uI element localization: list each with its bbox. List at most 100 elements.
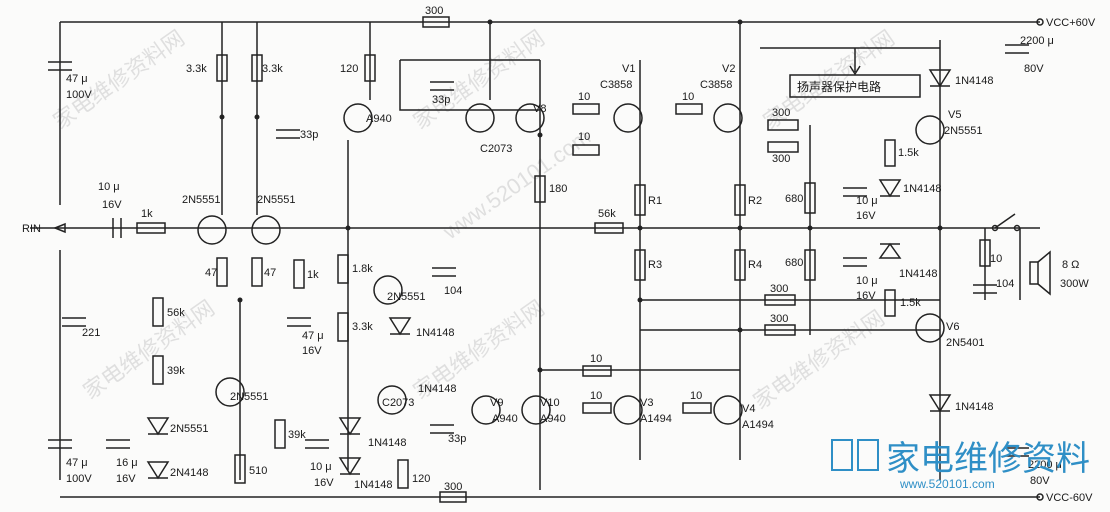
transistor-in-r [251, 215, 281, 245]
watermark-group: 家电维修资料网 家电维修资料网 家电维修资料网 www.520101.com 家… [49, 25, 900, 414]
resistor-10-d [582, 365, 612, 377]
label-r180: 180 [549, 183, 567, 195]
watermark-5: 家电维修资料网 [79, 295, 220, 404]
resistor-3.3k-b [251, 54, 263, 82]
label-c10u-d: 10 μ [310, 461, 332, 473]
label-c16u-v: 16V [116, 473, 136, 485]
input-arrow [52, 222, 66, 234]
resistor-39k-b [274, 419, 286, 449]
capacitor-104-a [432, 267, 456, 277]
diode-v6 [878, 242, 902, 259]
driver-wires [489, 22, 541, 490]
resistor-1.5k-a [884, 139, 896, 167]
label-r1k-in: 1k [141, 208, 153, 220]
label-c104-a: 104 [444, 285, 462, 297]
speaker-body [1029, 261, 1039, 285]
label-r10-d: 10 [590, 353, 602, 365]
switch-contact-a [991, 224, 999, 232]
resistor-r4 [734, 249, 746, 281]
diode-lo-b [146, 461, 170, 480]
label-r10-out: 10 [990, 253, 1002, 265]
label-r18k: 1.8k [352, 263, 373, 275]
output-switch [994, 213, 1016, 229]
resistor-510 [234, 454, 246, 484]
label-r1k-b: 1k [307, 269, 319, 281]
label-q-c2073-bot: C2073 [382, 397, 414, 409]
capacitor-33p-b [276, 129, 300, 139]
label-c10u-c: 10 μ [856, 275, 878, 287]
label-r-r4: R4 [748, 259, 762, 271]
label-c33p-a: 33p [432, 94, 450, 106]
logo-book-icon [831, 439, 879, 471]
label-r300-c: 300 [770, 283, 788, 295]
label-r510: 510 [249, 465, 267, 477]
resistor-300-top [422, 16, 450, 28]
label-q-c2073-top: C2073 [480, 143, 512, 155]
label-r33k-a: 3.3k [186, 63, 207, 75]
vcc-neg-terminal [1036, 493, 1044, 501]
label-r39k-b: 39k [288, 429, 306, 441]
transistor-v2 [713, 103, 743, 133]
label-q-v2: V2 [722, 63, 735, 75]
capacitor-10u-in [112, 218, 122, 238]
resistor-10-f [682, 402, 712, 414]
watermark-4: www.520101.com [438, 124, 595, 245]
label-r56k-b: 56k [167, 307, 185, 319]
label-c2200u-top: 2200 μ [1020, 35, 1054, 47]
label-q-lo: 2N5551 [230, 391, 269, 403]
vas-wires [347, 22, 371, 470]
feedback-loop-wire [399, 59, 540, 111]
vcc-pos-terminal [1036, 18, 1044, 26]
label-q-v1-part: C3858 [600, 79, 632, 91]
protect-arrow [849, 48, 861, 76]
label-r39k-a: 39k [167, 365, 185, 377]
label-q-in-l: 2N5551 [182, 194, 221, 206]
resistor-300-b [767, 141, 799, 153]
label-c47u-c: 47 μ [66, 457, 88, 469]
transistor-v5 [915, 115, 945, 145]
label-r-r2: R2 [748, 195, 762, 207]
label-r47-b: 47 [264, 267, 276, 279]
label-r33k-c: 3.3k [352, 321, 373, 333]
transistor-v6 [915, 313, 945, 343]
label-q-v3: V3 [640, 397, 653, 409]
label-c104-out: 104 [996, 278, 1014, 290]
right-stage-wires [809, 40, 941, 480]
transistor-in-l [197, 215, 227, 245]
label-c47u-a: 47 μ [66, 73, 88, 85]
label-r33k-b: 3.3k [262, 63, 283, 75]
resistor-10-out [979, 239, 991, 267]
resistor-680-a [804, 182, 816, 214]
resistor-1k-in [136, 222, 166, 234]
label-c10u-d-v: 16V [314, 477, 334, 489]
label-c10u-in-v: 16V [102, 199, 122, 211]
label-c16u: 16 μ [116, 457, 138, 469]
label-c47u-b: 47 μ [302, 330, 324, 342]
label-r-r3: R3 [648, 259, 662, 271]
label-r120-b: 120 [412, 473, 430, 485]
label-c2200u-bot: 2200 μ [1028, 459, 1062, 471]
label-d-v6: 1N4148 [899, 268, 938, 280]
label-d-lo-d: 1N4148 [354, 479, 393, 491]
diode-v5b [878, 179, 902, 198]
resistor-300-a [767, 119, 799, 131]
resistor-300-bot [439, 491, 467, 503]
label-d-top: 1N4148 [955, 75, 994, 87]
resistor-r1 [634, 184, 646, 216]
label-spk: 8 Ω [1062, 259, 1079, 271]
resistor-3.3k-c [337, 312, 349, 342]
transistor-v10 [521, 395, 551, 425]
capacitor-10u-c [843, 257, 867, 267]
label-r10-c: 10 [682, 91, 694, 103]
label-r10-b: 10 [578, 131, 590, 143]
label-d-bot: 1N4148 [955, 401, 994, 413]
transistor-group [197, 103, 945, 425]
output-stage-wires [639, 22, 741, 460]
transistor-c2073-top [465, 103, 495, 133]
resistor-1k-b [293, 259, 305, 289]
transistor-c2073-bot [377, 385, 407, 415]
label-q-v1: V1 [622, 63, 635, 75]
capacitor-104-out [973, 284, 997, 294]
